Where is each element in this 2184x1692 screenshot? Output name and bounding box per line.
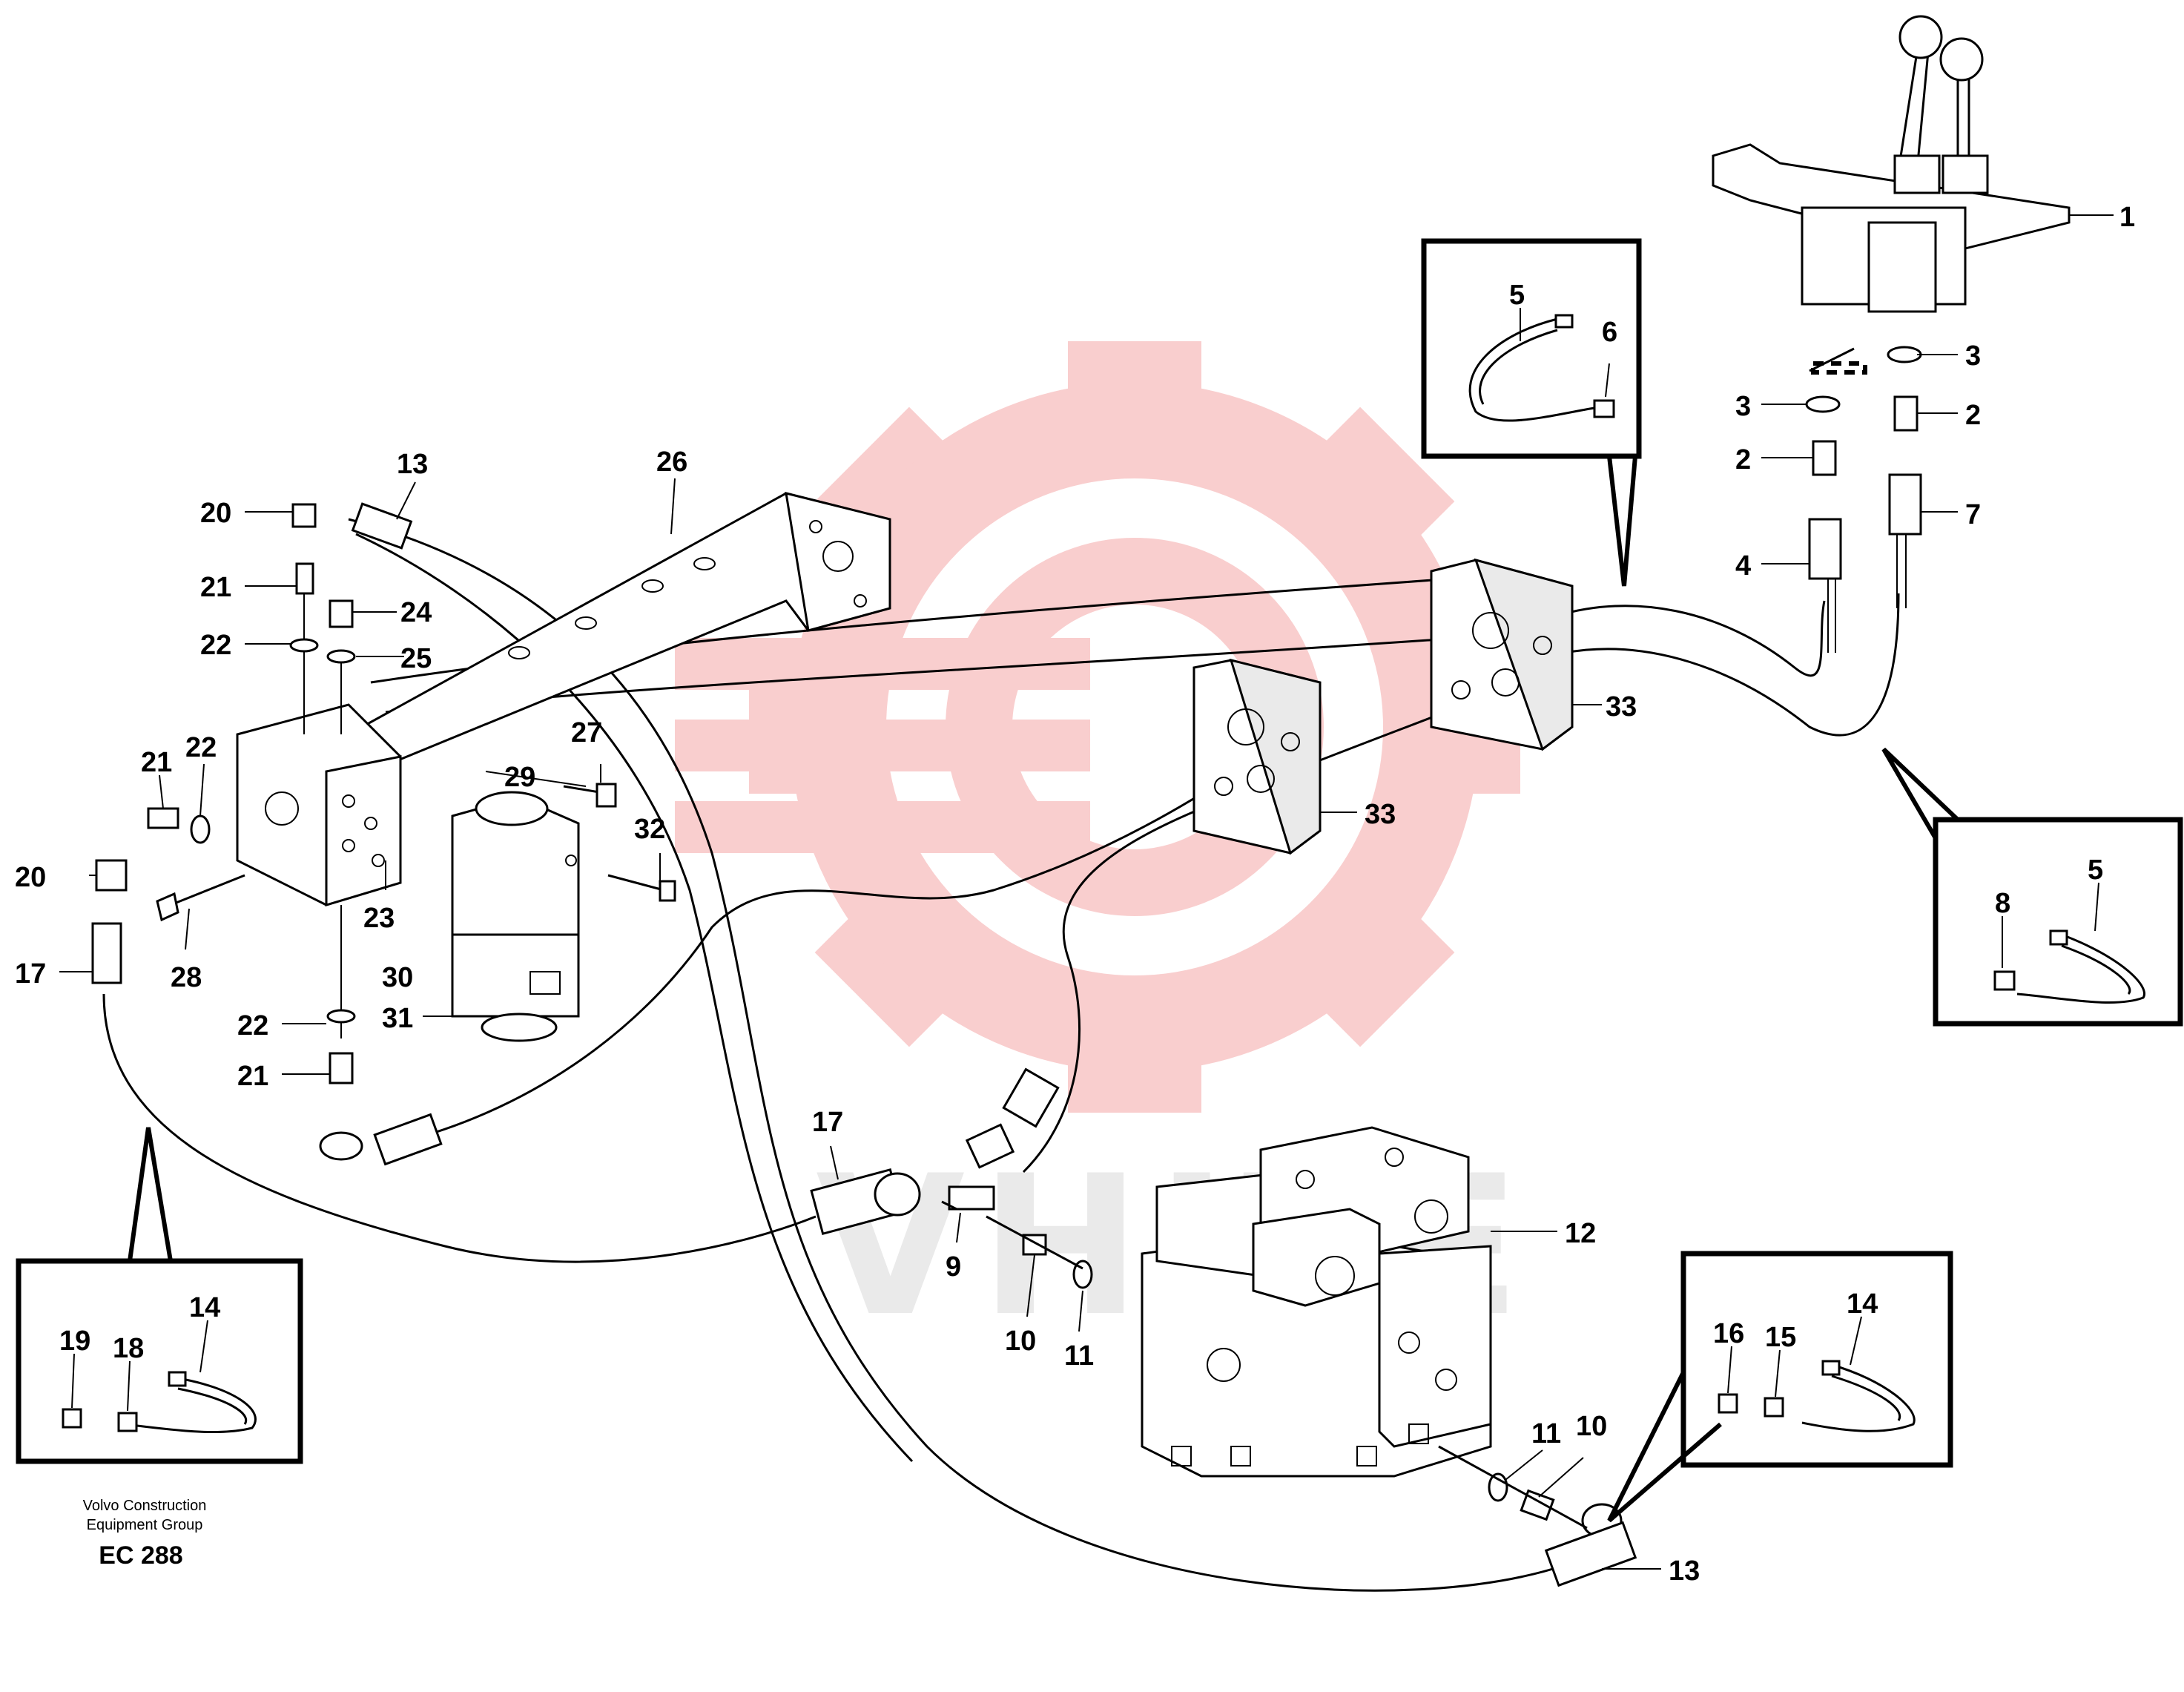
callout-25: 25 [400, 643, 432, 674]
callout-21: 21 [200, 572, 231, 603]
control-lever-assembly-1 [1712, 15, 2071, 375]
callout-20: 20 [15, 862, 46, 893]
callout-33: 33 [1606, 691, 1637, 722]
hose-clamps-33 [1192, 558, 1574, 855]
mounting-bracket-26 [346, 491, 891, 773]
callout-10: 10 [1576, 1411, 1607, 1442]
bolts [156, 783, 676, 922]
inset-left-label-19: 19 [59, 1326, 90, 1357]
callout-32: 32 [634, 814, 665, 845]
callout-11: 11 [1064, 1340, 1094, 1372]
callout-26: 26 [656, 447, 687, 478]
callout-11: 11 [1531, 1418, 1561, 1449]
callout-22: 22 [185, 732, 217, 763]
inset-br-label-16: 16 [1713, 1318, 1744, 1349]
callout-21: 21 [141, 747, 172, 778]
callout-22: 22 [237, 1010, 268, 1041]
callout-3: 3 [1965, 340, 1981, 372]
footer-org-line-1: Volvo Construction [83, 1498, 207, 1514]
inset-right-label-5: 5 [2088, 855, 2103, 886]
main-control-valve-12 [1141, 1126, 1492, 1478]
inset-box-bottom-right: 16 15 14 [1607, 1251, 1953, 1523]
inset-top-label-6: 6 [1602, 317, 1617, 348]
inset-top-label-5: 5 [1509, 280, 1525, 311]
callout-21: 21 [237, 1061, 268, 1092]
callout-29: 29 [504, 762, 535, 793]
leader-lines [59, 214, 2114, 1570]
callout-12: 12 [1565, 1218, 1596, 1249]
fittings-left [91, 502, 443, 1166]
fittings-right [1805, 346, 1922, 580]
callout-17: 17 [15, 958, 46, 990]
inset-box-top: 5 6 [1421, 238, 1642, 587]
callout-4: 4 [1735, 550, 1751, 582]
inset-box-left: 19 18 14 [16, 1127, 303, 1464]
footer-org-line-2: Equipment Group [87, 1517, 203, 1533]
callout-23: 23 [363, 903, 395, 934]
callout-20: 20 [200, 498, 231, 529]
callout-1: 1 [2119, 202, 2135, 233]
inset-left-label-14: 14 [189, 1292, 220, 1323]
callout-labels: 1 3 2 7 3 2 4 13 26 20 21 22 24 25 21 22… [15, 202, 2135, 1587]
callout-13: 13 [397, 449, 428, 480]
inset-right-label-8: 8 [1995, 888, 2010, 919]
inset-br-label-14: 14 [1847, 1288, 1878, 1320]
diagram-code: EC 288 [99, 1541, 182, 1570]
fittings-valve [810, 1067, 1637, 1587]
callout-7: 7 [1965, 499, 1981, 530]
callout-13: 13 [1669, 1556, 1700, 1587]
callout-22: 22 [200, 630, 231, 661]
callout-17: 17 [812, 1107, 843, 1138]
callout-33: 33 [1365, 799, 1396, 830]
inset-box-right: 8 5 [1881, 747, 2183, 1027]
callout-24: 24 [400, 597, 432, 628]
callout-31: 31 [382, 1003, 413, 1034]
inset-left-label-18: 18 [113, 1333, 144, 1364]
callout-30: 30 [382, 962, 413, 993]
callout-3: 3 [1735, 391, 1751, 422]
callout-2: 2 [1965, 400, 1981, 431]
valve-block-23 [236, 579, 402, 1038]
callout-27: 27 [571, 717, 602, 748]
footer: Volvo Construction Equipment Group EC 28… [83, 1498, 207, 1570]
solenoid-30-31 [451, 791, 580, 1042]
inset-br-label-15: 15 [1765, 1322, 1796, 1353]
callout-28: 28 [171, 962, 202, 993]
callout-10: 10 [1005, 1326, 1036, 1357]
callout-2: 2 [1735, 444, 1751, 475]
callout-9: 9 [946, 1251, 961, 1283]
